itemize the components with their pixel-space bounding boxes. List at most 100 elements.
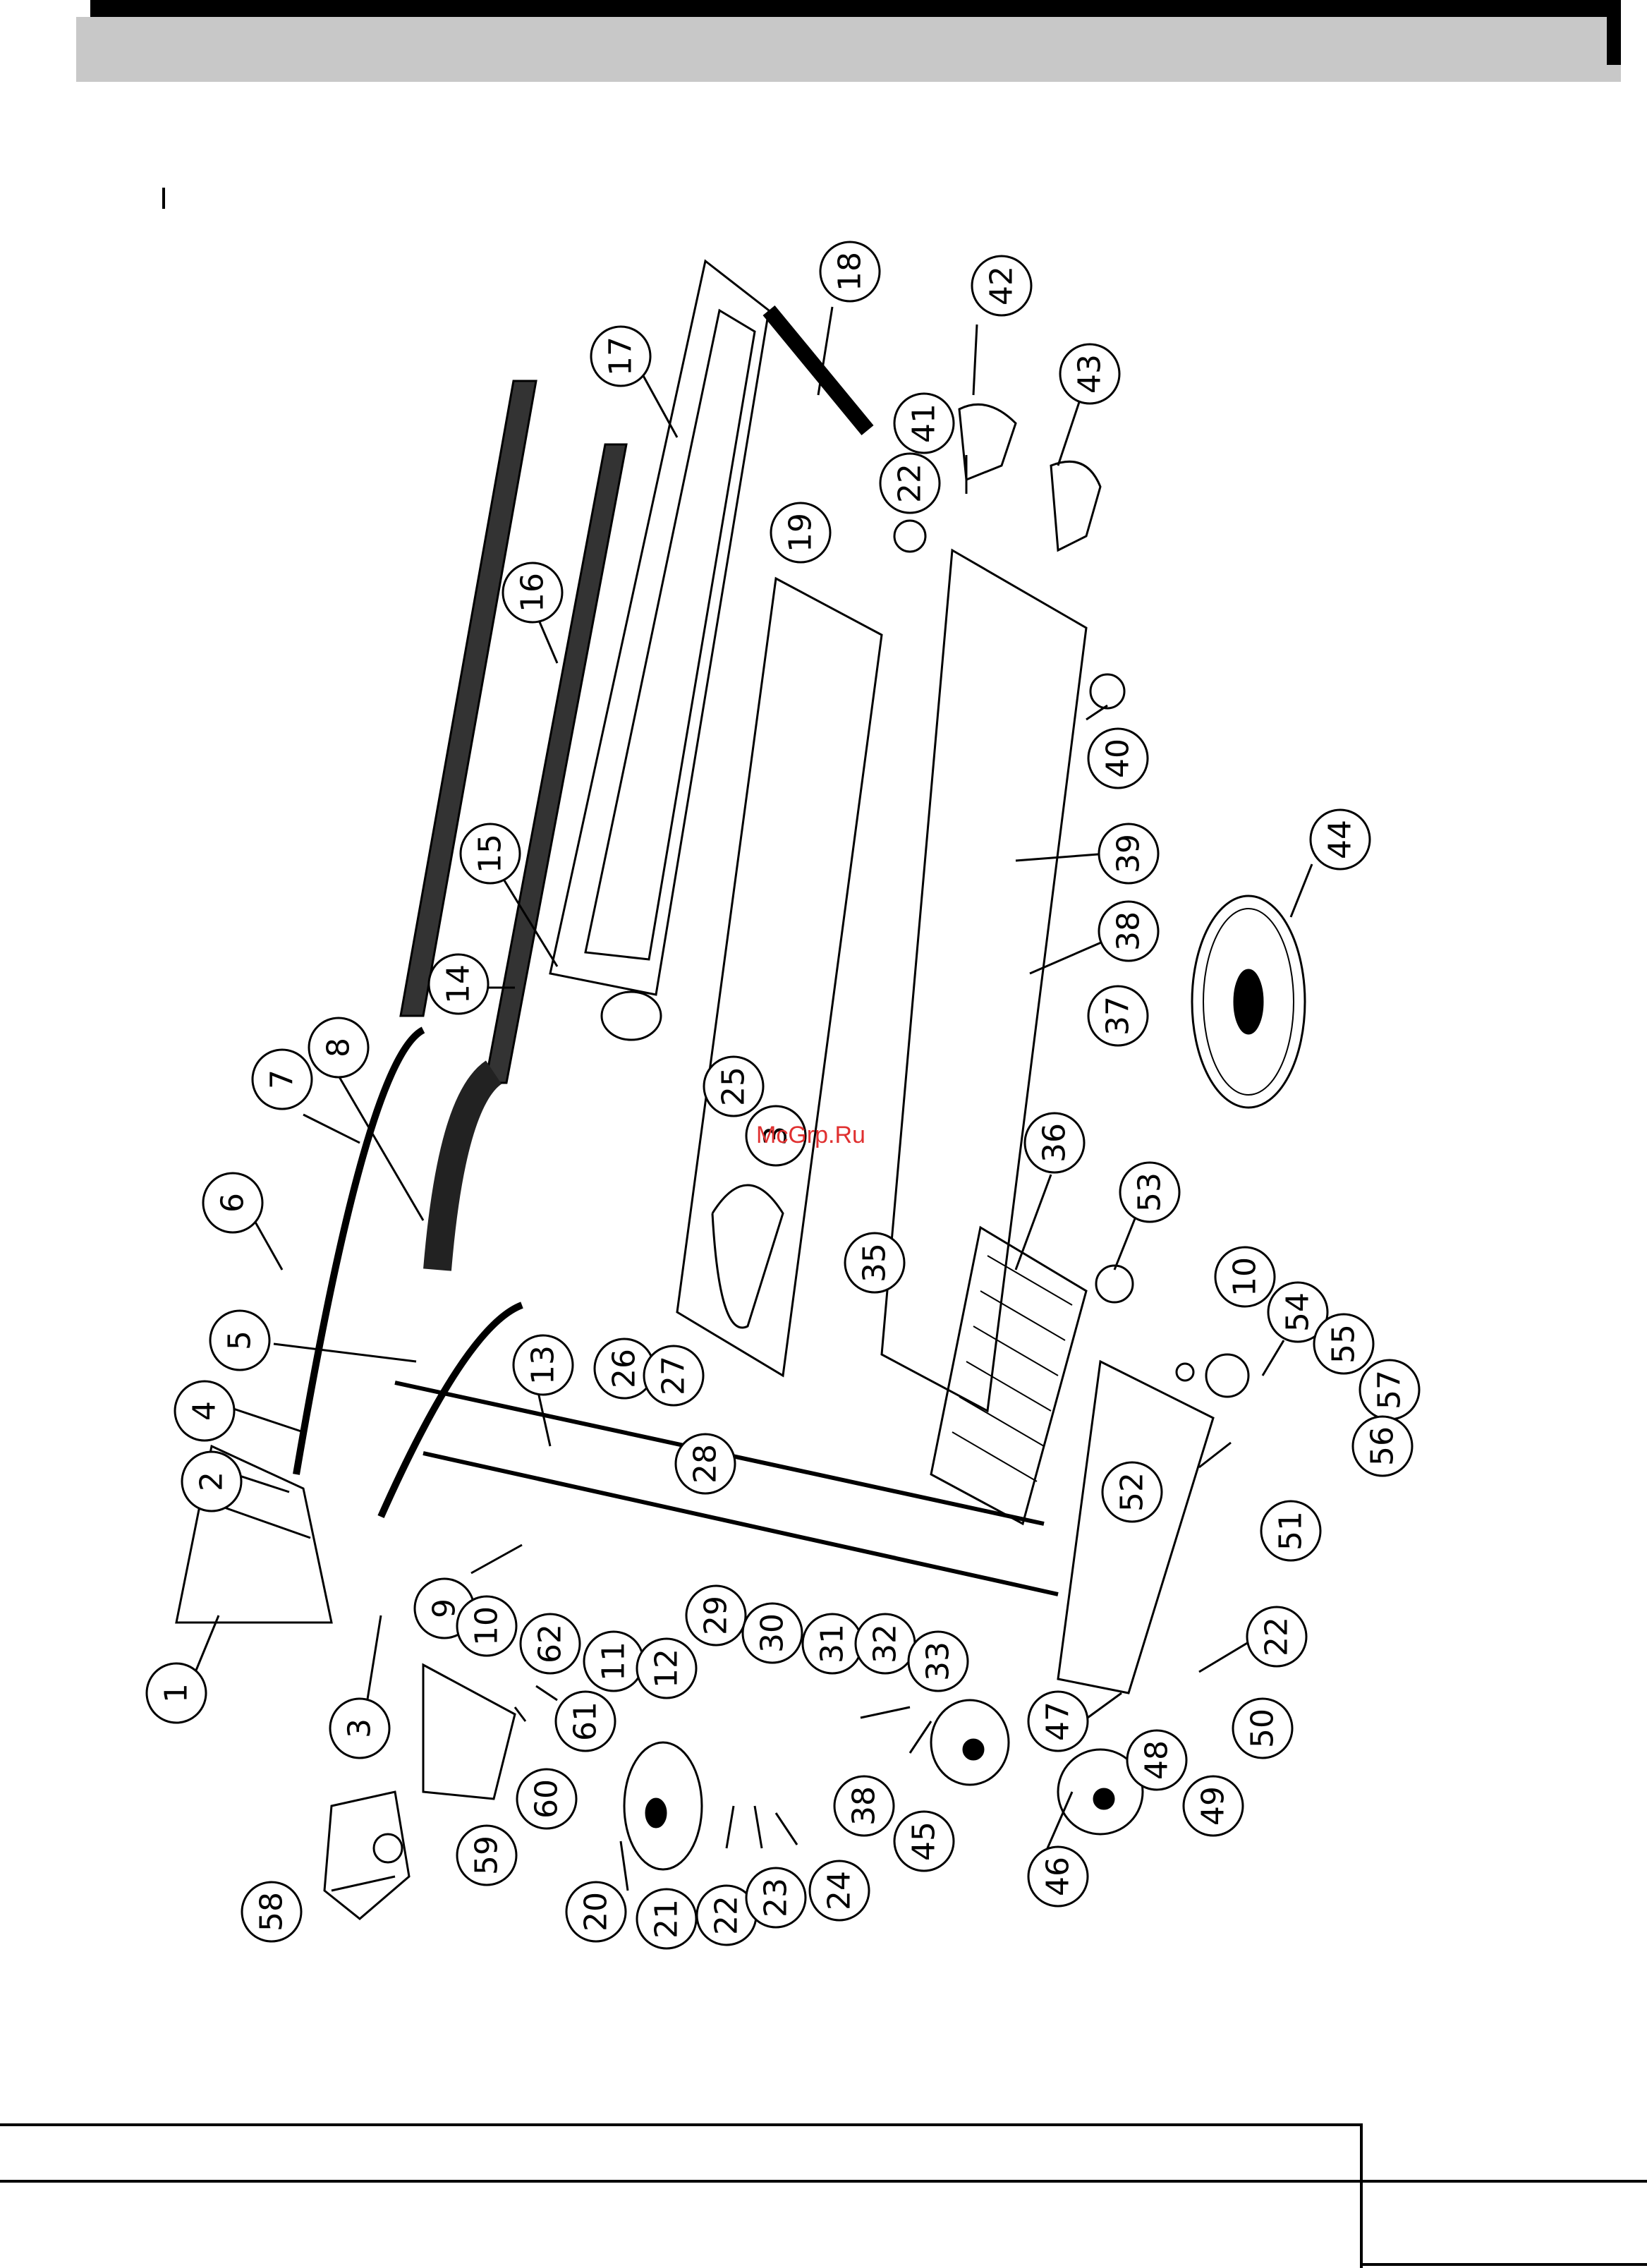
callout-19: 19 <box>771 503 830 562</box>
callout-57: 57 <box>1360 1360 1419 1419</box>
callout-33: 33 <box>908 1632 968 1691</box>
part-deck-inner <box>585 310 755 959</box>
callout-39: 39 <box>1099 824 1158 883</box>
part-cover-42 <box>959 404 1016 480</box>
footer-middle-line <box>0 2180 1647 2183</box>
callout-42: 42 <box>972 256 1031 315</box>
callout-29: 29 <box>686 1586 746 1645</box>
part-grid-cover-36 <box>931 1227 1086 1524</box>
callout-16: 16 <box>503 563 562 622</box>
callout-23: 23 <box>746 1868 806 1927</box>
svg-text:40: 40 <box>1100 739 1136 778</box>
svg-text:30: 30 <box>755 1613 791 1653</box>
callout-53: 53 <box>1120 1163 1179 1222</box>
svg-text:62: 62 <box>533 1624 569 1663</box>
svg-text:44: 44 <box>1323 820 1359 859</box>
callout-11: 11 <box>584 1632 643 1691</box>
svg-text:8: 8 <box>321 1038 357 1057</box>
svg-text:38: 38 <box>1111 911 1147 951</box>
svg-text:38: 38 <box>846 1786 882 1826</box>
svg-text:2: 2 <box>194 1472 230 1491</box>
svg-text:41: 41 <box>906 404 942 443</box>
svg-text:1: 1 <box>159 1683 195 1703</box>
svg-text:42: 42 <box>984 266 1020 305</box>
svg-text:51: 51 <box>1273 1511 1309 1551</box>
svg-text:58: 58 <box>254 1892 290 1932</box>
part-wheel-53 <box>1096 1266 1133 1302</box>
callout-2: 2 <box>182 1452 241 1511</box>
svg-text:57: 57 <box>1372 1370 1408 1409</box>
callout-59: 59 <box>457 1826 516 1885</box>
callout-3: 3 <box>330 1699 389 1758</box>
callout-37: 37 <box>1088 986 1148 1045</box>
part-cap-40 <box>1090 674 1124 708</box>
svg-text:9: 9 <box>427 1599 463 1618</box>
part-side-frame-51 <box>1058 1362 1213 1693</box>
svg-text:47: 47 <box>1040 1702 1076 1741</box>
callout-28: 28 <box>676 1434 735 1493</box>
callout-30: 30 <box>743 1603 802 1663</box>
callout-49: 49 <box>1184 1776 1243 1836</box>
svg-text:53: 53 <box>1132 1172 1168 1212</box>
svg-text:61: 61 <box>568 1702 604 1741</box>
callout-10: 10 <box>457 1596 516 1656</box>
callout-21: 21 <box>637 1889 696 1948</box>
callout-27: 27 <box>644 1346 703 1405</box>
svg-text:21: 21 <box>649 1899 685 1939</box>
part-bracket-59 <box>423 1665 515 1799</box>
callout-47: 47 <box>1028 1692 1088 1751</box>
svg-text:49: 49 <box>1196 1786 1232 1826</box>
svg-text:52: 52 <box>1114 1472 1150 1512</box>
svg-text:56: 56 <box>1365 1426 1401 1466</box>
footer-bottom-line <box>1360 2263 1647 2266</box>
svg-text:26: 26 <box>607 1349 643 1388</box>
svg-text:25: 25 <box>716 1067 752 1106</box>
callout-15: 15 <box>461 824 520 883</box>
part-main-frame-39 <box>882 550 1086 1411</box>
callout-22-top: 22 <box>880 454 940 513</box>
svg-text:10: 10 <box>469 1606 505 1646</box>
part-flywheel-hub <box>646 1799 666 1827</box>
svg-text:12: 12 <box>649 1649 685 1688</box>
svg-text:17: 17 <box>603 336 639 376</box>
svg-text:22: 22 <box>892 463 928 503</box>
callout-55: 55 <box>1314 1314 1373 1373</box>
svg-text:24: 24 <box>822 1871 858 1910</box>
callout-1: 1 <box>147 1663 206 1723</box>
footer-top-line <box>0 2123 1363 2126</box>
callout-51: 51 <box>1261 1501 1320 1560</box>
svg-text:55: 55 <box>1326 1324 1362 1364</box>
svg-text:18: 18 <box>832 252 868 291</box>
svg-text:50: 50 <box>1245 1709 1281 1748</box>
callout-14: 14 <box>429 954 488 1014</box>
part-pulley-46-hub <box>1094 1789 1114 1809</box>
svg-text:22: 22 <box>709 1896 745 1935</box>
part-bracket-knob <box>374 1834 402 1862</box>
callout-25: 25 <box>704 1057 763 1116</box>
callout-58: 58 <box>242 1882 301 1941</box>
callout-52: 52 <box>1102 1462 1162 1522</box>
callout-20: 20 <box>566 1882 626 1941</box>
svg-text:43: 43 <box>1072 354 1108 394</box>
svg-text:48: 48 <box>1139 1740 1175 1780</box>
callout-35: 35 <box>845 1233 904 1292</box>
callout-48: 48 <box>1127 1730 1186 1790</box>
callout-50: 50 <box>1233 1699 1292 1758</box>
svg-text:23: 23 <box>758 1878 794 1917</box>
svg-text:10: 10 <box>1227 1257 1263 1297</box>
callout-45: 45 <box>894 1812 954 1871</box>
callout-40: 40 <box>1088 729 1148 788</box>
callout-17: 17 <box>591 327 650 386</box>
callout-7: 7 <box>253 1050 312 1109</box>
callout-4: 4 <box>175 1381 234 1441</box>
callout-6: 6 <box>203 1173 262 1232</box>
part-callouts: 1 2 3 4 5 6 7 8 9 10 62 11 12 13 14 15 1… <box>147 242 1419 1948</box>
svg-text:35: 35 <box>857 1243 893 1282</box>
footer-divider <box>1360 2123 1363 2268</box>
svg-text:13: 13 <box>525 1345 561 1385</box>
svg-text:29: 29 <box>698 1596 734 1635</box>
svg-text:16: 16 <box>515 573 551 612</box>
svg-text:45: 45 <box>906 1821 942 1861</box>
svg-text:22: 22 <box>1259 1617 1295 1656</box>
callout-31: 31 <box>803 1614 862 1673</box>
